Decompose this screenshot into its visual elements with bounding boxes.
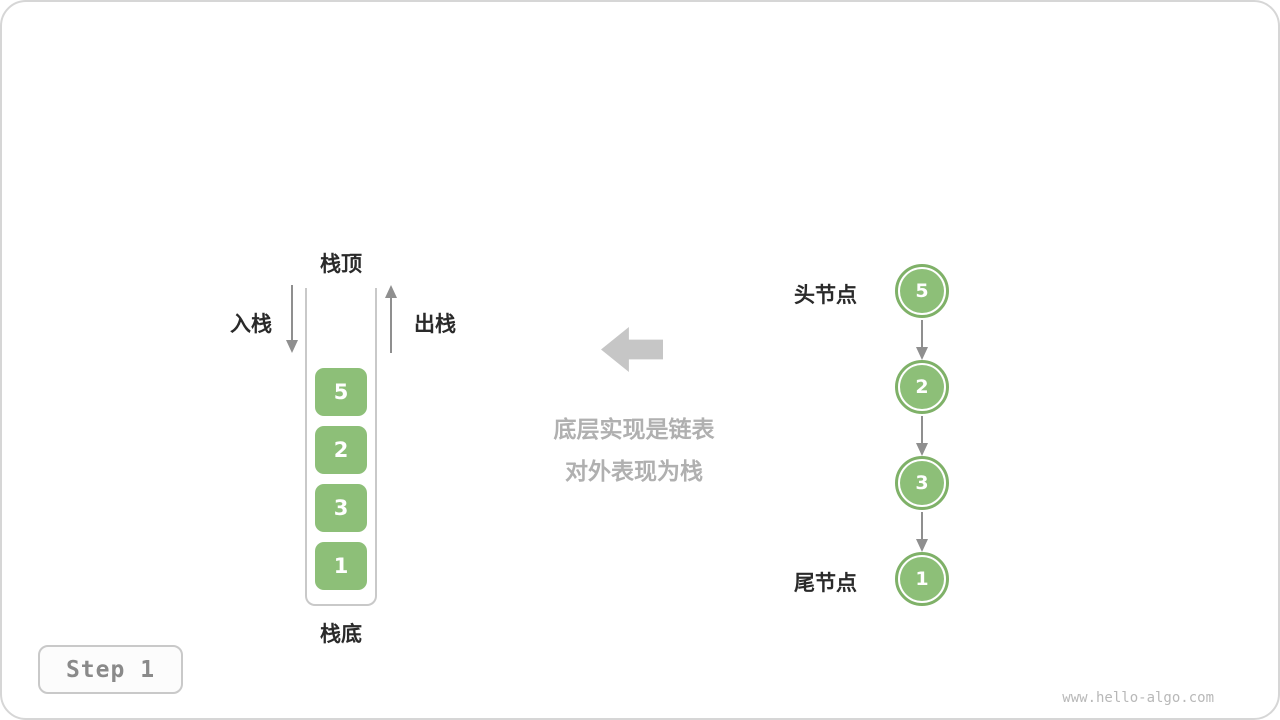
linked-list-node-value: 1 (900, 557, 944, 601)
linked-list-node: 3 (895, 456, 949, 510)
linked-list-node: 2 (895, 360, 949, 414)
head-node-label: 头节点 (794, 283, 857, 307)
pop-label: 出栈 (414, 312, 456, 336)
caption-text: 底层实现是链表 对外表现为栈 (484, 409, 784, 493)
linked-list-node-value: 3 (900, 461, 944, 505)
watermark-text: www.hello-algo.com (1062, 690, 1214, 706)
stack-item: 3 (315, 484, 367, 532)
tail-node-label: 尾节点 (794, 571, 857, 595)
push-label: 入栈 (230, 312, 272, 336)
stack-item: 5 (315, 368, 367, 416)
linked-list-node: 1 (895, 552, 949, 606)
linked-list-node-value: 5 (900, 269, 944, 313)
big-left-arrow-icon (601, 327, 663, 372)
linked-list-node: 5 (895, 264, 949, 318)
caption-line-2: 对外表现为栈 (565, 459, 703, 485)
push-down-arrow-icon (286, 285, 298, 353)
stack-top-label: 栈顶 (320, 252, 362, 276)
stack-item: 2 (315, 426, 367, 474)
stack-item: 1 (315, 542, 367, 590)
step-badge: Step 1 (38, 645, 183, 694)
caption-line-1: 底层实现是链表 (553, 417, 715, 443)
linked-list-node-value: 2 (900, 365, 944, 409)
link-down-arrow-icon (916, 416, 928, 456)
pop-up-arrow-icon (385, 285, 397, 353)
link-down-arrow-icon (916, 320, 928, 360)
stack-bottom-label: 栈底 (320, 622, 362, 646)
step-badge-label: Step 1 (65, 656, 156, 683)
link-down-arrow-icon (916, 512, 928, 552)
